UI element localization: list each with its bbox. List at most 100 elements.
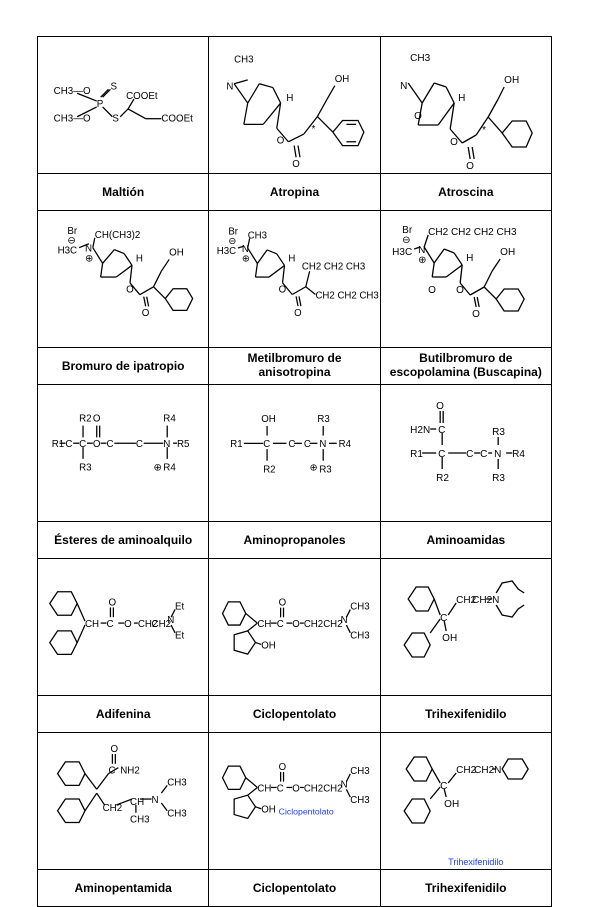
label-o-ester: O: [456, 285, 464, 296]
structure-cell: CH C O O CH2 CH2 N CH3 CH3 OH: [208, 558, 381, 696]
caption-cell: Maltión: [36, 173, 210, 211]
structure-cell: CH C O O CH2 CH2 N Et Et: [36, 558, 210, 696]
label-anion: ⊖: [402, 235, 410, 246]
caption-cell: Metilbromuro de anisotropina: [208, 347, 381, 385]
malathion-structure: CH3—O CH3—O P S S COOEt COOEt: [54, 81, 193, 125]
drug-name: Aminopropanoles: [243, 533, 346, 547]
label-h3c: H3C: [392, 247, 412, 258]
label-h: H: [136, 253, 143, 264]
structure-row: Br ⊖ CH(CH3)2 H3C N ⊕ H OH O O: [36, 210, 553, 348]
label-ch3: CH3: [410, 53, 430, 64]
label-n: N: [494, 449, 501, 460]
label-ch3-n2: CH3: [167, 809, 187, 820]
label-o-ester: O: [277, 136, 285, 147]
label-o-carbonyl: O: [294, 308, 302, 319]
caption-cell: Atropina: [208, 173, 381, 211]
label-c: C: [440, 781, 447, 792]
label-cation: ⊕: [310, 462, 318, 473]
label-ch3-branch: CH3: [130, 815, 150, 826]
label-n: N: [400, 81, 407, 92]
drug-name: Butilbromuro de escopolamina (Buscapina): [389, 351, 542, 379]
ipratropium-structure: Br ⊖ CH(CH3)2 H3C N ⊕ H OH O O: [58, 226, 194, 319]
label-oh: OH: [335, 74, 350, 85]
label-r1: R1: [410, 449, 423, 460]
image-caption-cyclopentolate: Ciclopentolato: [279, 807, 334, 817]
label-cooet-2: COOEt: [161, 114, 193, 125]
label-o-carbonyl: O: [279, 762, 287, 773]
label-c: C: [107, 619, 114, 630]
label-ch3-2: CH3: [351, 631, 370, 642]
caption-cell: Atroscina: [379, 173, 553, 211]
label-ch2-1: CH2: [304, 783, 323, 794]
label-n: N: [242, 244, 249, 255]
label-n: N: [320, 439, 327, 450]
aminopropanol-structure: OH R3 R1 C C C N R4 R2 ⊕ R3: [231, 414, 352, 475]
label-br: Br: [67, 226, 78, 237]
structure-cell: CH3 N H OH O O *: [208, 36, 381, 174]
caption-cell: Trihexifenidilo: [379, 869, 553, 907]
label-ch2-1: CH2: [138, 619, 158, 630]
label-br: Br: [402, 225, 413, 236]
label-o-ester: O: [450, 137, 458, 148]
label-cation: ⊕: [418, 255, 426, 266]
label-h: H: [287, 93, 294, 104]
cyclopentolate-structure-2: CH C O O CH2 CH2 N CH3 CH3 OH Ciclopento…: [222, 762, 370, 820]
label-c-1: C: [264, 439, 271, 450]
caption-cell: Aminopropanoles: [208, 521, 381, 559]
label-o-carbonyl: O: [472, 309, 480, 320]
label-n: N: [418, 245, 425, 256]
caption-row: Maltión Atropina Atroscina: [36, 173, 553, 211]
structure-cell: CH2 CH2 N C OH: [379, 558, 553, 696]
caption-cell: Aminopentamida: [36, 869, 210, 907]
anisotropine-structure: Br ⊖ CH3 H3C N ⊕ H CH2 CH2 CH3 O O CH2 C…: [217, 226, 379, 319]
label-ch: CH: [85, 619, 99, 630]
butylscopolamine-structure: Br ⊖ CH2 CH2 CH2 CH3 H3C N ⊕ H OH O O O: [392, 225, 525, 320]
label-ch2-1: CH2: [456, 595, 476, 606]
label-o-ester: O: [293, 619, 301, 630]
drug-name: Atroscina: [438, 185, 494, 199]
label-r2: R2: [264, 464, 276, 475]
label-ch: CH: [258, 783, 272, 794]
label-chiral: *: [482, 125, 486, 136]
label-h2n: H2N: [410, 425, 430, 436]
caption-cell: Adifenina: [36, 695, 210, 733]
label-h: H: [289, 254, 296, 265]
label-o-ester: O: [93, 439, 101, 450]
label-ch: CH: [130, 797, 144, 808]
label-r2: R2: [79, 414, 91, 425]
label-n: N: [167, 615, 174, 626]
label-h: H: [458, 93, 465, 104]
drug-name: Ciclopentolato: [252, 707, 337, 721]
label-c: C: [440, 613, 447, 624]
caption-cell: Ésteres de aminoalquilo: [36, 521, 210, 559]
label-oh: OH: [262, 640, 277, 651]
label-cation: ⊕: [242, 254, 250, 265]
label-r3-top: R3: [492, 427, 505, 438]
label-r4: R4: [339, 439, 352, 450]
structure-cell: Br ⊖ CH2 CH2 CH2 CH3 H3C N ⊕ H OH O O O: [379, 210, 553, 348]
caption-cell: Ciclopentolato: [208, 695, 381, 733]
label-ch2-2: CH2: [472, 595, 492, 606]
label-oh: OH: [444, 799, 459, 810]
structure-cell: R2 O R4 R1 C C O C C N R5 R3 ⊕ R4: [36, 384, 210, 522]
label-o: O: [436, 401, 444, 412]
aminoalkyl-ester-structure: R2 O R4 R1 C C O C C N R5 R3 ⊕ R4: [52, 414, 190, 474]
label-butyl: CH2 CH2 CH2 CH3: [428, 227, 517, 238]
cyclopentolate-structure: CH C O O CH2 CH2 N CH3 CH3 OH: [222, 598, 370, 655]
label-c: C: [277, 619, 284, 630]
structure-cell: CH3—O CH3—O P S S COOEt COOEt: [36, 36, 210, 174]
caption-cell: Butilbromuro de escopolamina (Buscapina): [379, 347, 553, 385]
label-n: N: [494, 765, 501, 776]
label-ch2-1: CH2: [304, 619, 323, 630]
label-o-carbonyl: O: [466, 161, 474, 172]
label-o-ester: O: [293, 783, 301, 794]
structure-cell: OH R3 R1 C C C N R4 R2 ⊕ R3: [208, 384, 381, 522]
structure-cell: O H2N C R3 R1 C C C N R4 R2 R3: [379, 384, 553, 522]
label-r3-bottom: R3: [320, 464, 332, 475]
structure-cell: Br ⊖ CH(CH3)2 H3C N ⊕ H OH O O: [36, 210, 210, 348]
label-oh: OH: [169, 248, 184, 259]
label-isopropyl: CH(CH3)2: [95, 230, 141, 241]
label-ch2-1: CH2: [456, 765, 476, 776]
scopolamine-structure: CH3 N O H OH O O *: [400, 53, 533, 172]
label-chiral: *: [312, 124, 316, 135]
